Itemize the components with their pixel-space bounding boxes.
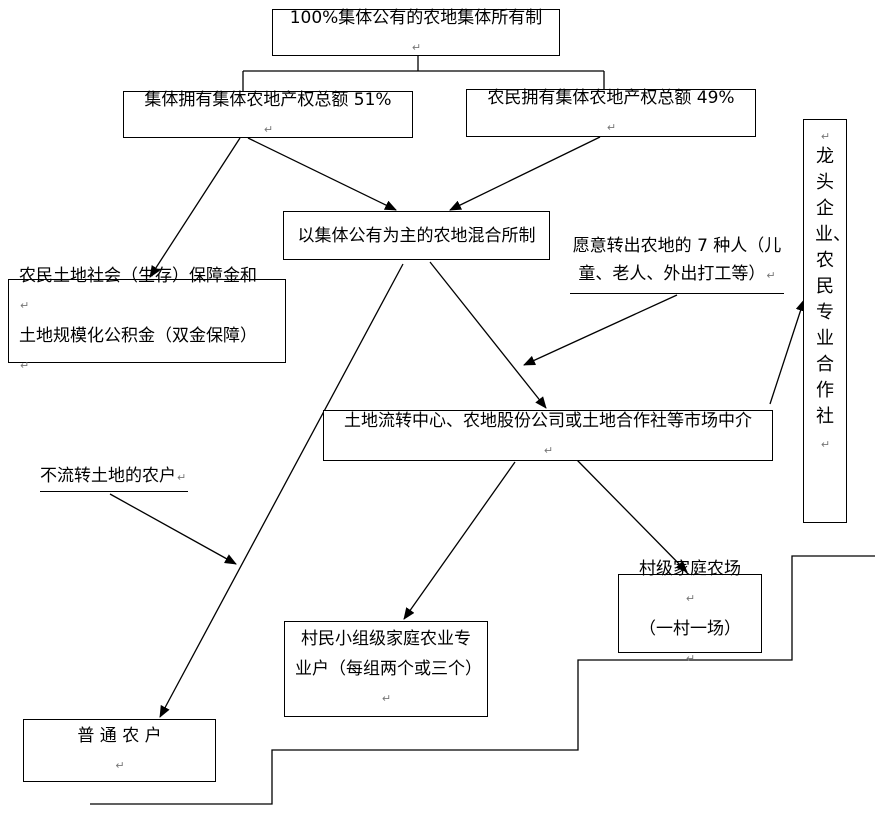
label-non-transfer-households: 不流转土地的农户↵ xyxy=(40,462,188,492)
node-market-intermediary: 土地流转中心、农地股份公司或土地合作社等市场中介↵ xyxy=(323,410,773,461)
node-village-farm-line2: （一村一场） xyxy=(639,618,741,639)
node-farmers-49: 农民拥有集体农地产权总额 49%↵ xyxy=(466,88,756,137)
top-split-connector xyxy=(242,56,605,91)
node-collective-51-text: 集体拥有集体农地产权总额 51% xyxy=(144,89,392,110)
arrow-collective-to-welfare xyxy=(149,137,241,278)
arrow-mixed-to-ordinary xyxy=(159,263,404,718)
node-collective-51: 集体拥有集体农地产权总额 51%↵ xyxy=(123,90,413,138)
label-non-transfer-text: 不流转土地的农户 xyxy=(40,466,176,486)
label-willing-line1: 愿意转出农地的 7 种人（儿 xyxy=(572,236,782,256)
arrow-collective-to-mixed xyxy=(247,137,397,211)
arrow-market-to-villagefarm xyxy=(576,459,688,573)
node-ordinary-farmers-text: 普 通 农 户 xyxy=(77,725,162,746)
arrow-willing-to-market xyxy=(523,294,678,366)
node-village-family-farm: 村级家庭农场↵ （一村一场）↵ xyxy=(618,559,762,665)
arrow-market-to-group xyxy=(403,461,516,620)
node-mixed-ownership: 以集体公有为主的农地混合所制 xyxy=(283,211,550,260)
node-group-line1: 村民小组级家庭农业专 xyxy=(301,629,471,649)
node-group-line2: 业户（每组两个或三个） xyxy=(295,659,482,679)
label-willing-transferors: 愿意转出农地的 7 种人（儿 童、老人、外出打工等）↵ xyxy=(570,232,784,294)
node-group-family-households: 村民小组级家庭农业专 业户（每组两个或三个）↵ xyxy=(284,621,488,717)
label-willing-line2: 童、老人、外出打工等） xyxy=(578,264,766,284)
node-double-guarantee-line1: 农民土地社会（生存）保障金和 xyxy=(19,266,257,286)
node-collective-ownership-text: 100%集体公有的农地集体所有制 xyxy=(289,7,543,28)
node-market-intermediary-text: 土地流转中心、农地股份公司或土地合作社等市场中介 xyxy=(344,410,752,431)
arrow-market-to-leading xyxy=(769,299,806,405)
node-ordinary-farmers: 普 通 农 户↵ xyxy=(23,719,216,782)
arrow-farmers-to-mixed xyxy=(449,136,601,211)
node-double-guarantee-line2: 土地规模化公积金（双金保障） xyxy=(19,326,257,346)
node-leading-enterprises-text: 龙头企业、农民专业合作社 xyxy=(815,146,851,427)
node-mixed-ownership-text: 以集体公有为主的农地混合所制 xyxy=(297,225,536,246)
node-double-guarantee: 农民土地社会（生存）保障金和↵ 土地规模化公积金（双金保障）↵ xyxy=(8,266,286,372)
staircase-line xyxy=(90,555,875,805)
arrow-nontransfer-to-path xyxy=(109,493,237,565)
node-leading-enterprises: ↵ 龙头企业、农民专业合作社↵ xyxy=(803,119,851,523)
node-farmers-49-text: 农民拥有集体农地产权总额 49% xyxy=(487,88,735,108)
arrow-mixed-to-market xyxy=(429,261,547,409)
node-collective-ownership: 100%集体公有的农地集体所有制↵ xyxy=(272,8,560,56)
node-village-farm-line1: 村级家庭农场 xyxy=(639,558,741,579)
